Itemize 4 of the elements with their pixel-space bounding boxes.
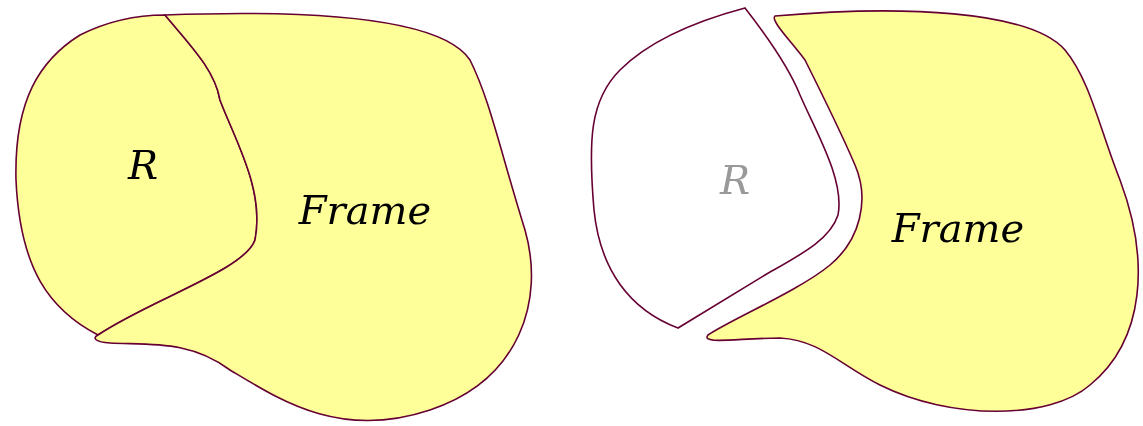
region-label: R: [719, 160, 751, 200]
region-label: Frame: [298, 190, 432, 230]
region-label: R: [127, 145, 159, 185]
region-label: Frame: [891, 208, 1025, 248]
